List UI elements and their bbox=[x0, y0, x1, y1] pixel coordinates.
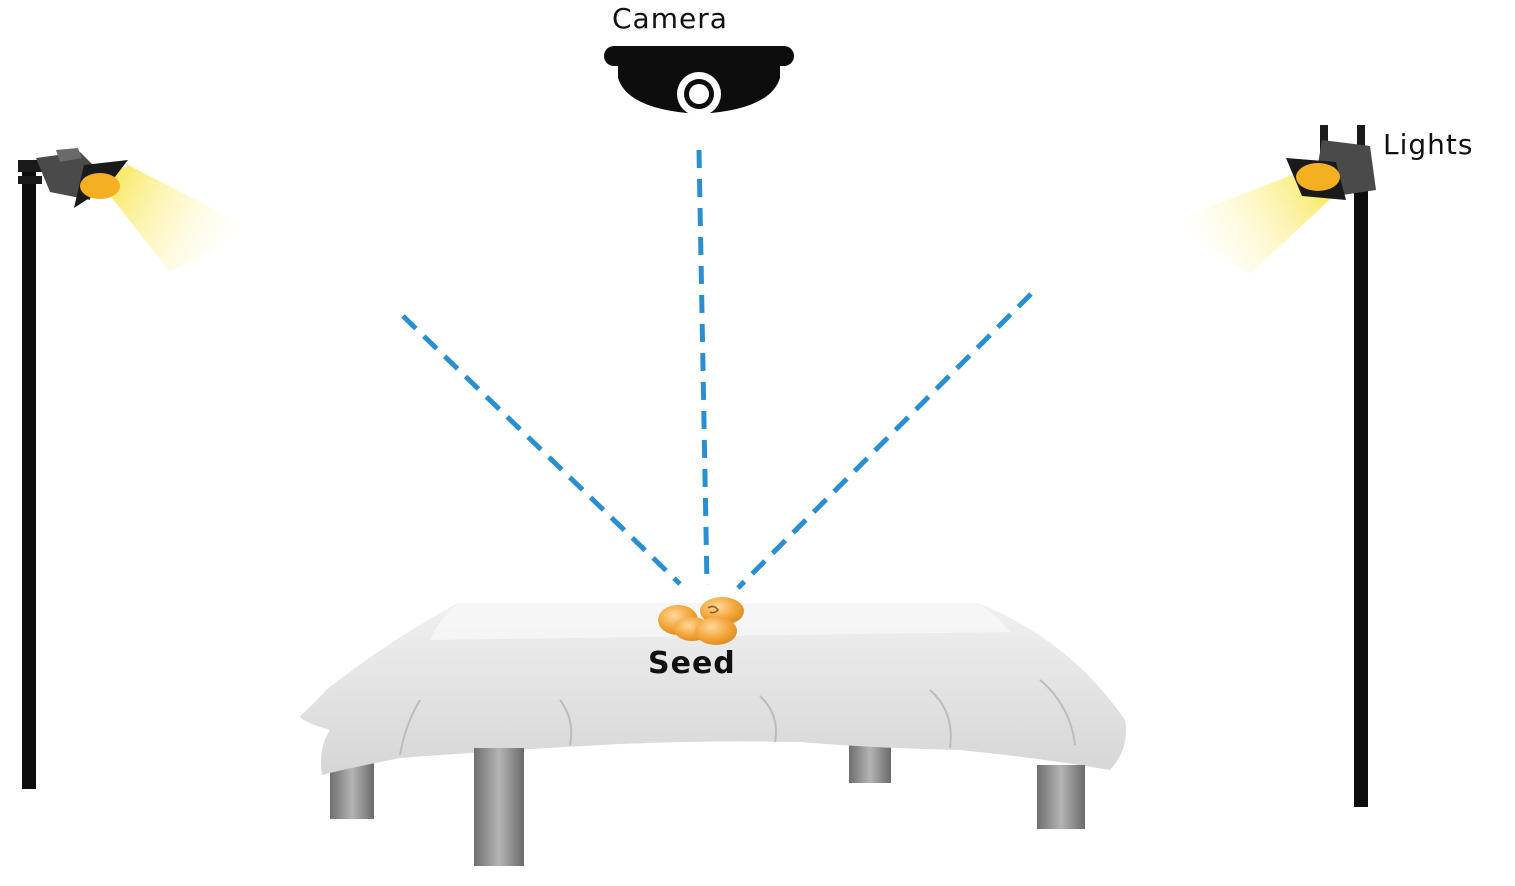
tablecloth bbox=[300, 603, 1126, 775]
light-right bbox=[1170, 125, 1376, 807]
lights-label: Lights bbox=[1383, 128, 1474, 161]
spotlight-icon bbox=[1286, 140, 1376, 200]
camera-view-lines bbox=[401, 149, 1033, 590]
light-left bbox=[18, 148, 255, 789]
seed-label: Seed bbox=[648, 646, 736, 681]
table bbox=[300, 603, 1126, 866]
seed-cluster-icon bbox=[658, 597, 744, 645]
view-line-right bbox=[736, 292, 1033, 590]
light-pole-left bbox=[22, 165, 36, 789]
light-beam-left bbox=[98, 165, 255, 272]
spotlight-icon bbox=[36, 148, 128, 208]
view-line-center bbox=[696, 149, 710, 586]
light-pole-right bbox=[1354, 150, 1368, 807]
camera-label: Camera bbox=[612, 2, 728, 35]
camera-icon bbox=[604, 46, 794, 116]
light-beam-right bbox=[1170, 172, 1340, 274]
view-line-left bbox=[401, 314, 682, 586]
